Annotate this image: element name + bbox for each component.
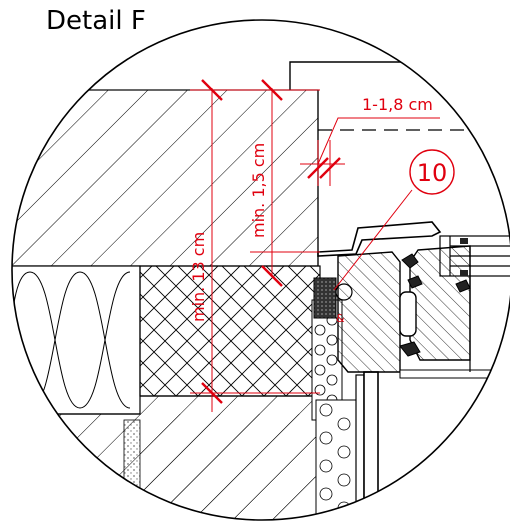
sealing-tape [313, 277, 337, 319]
glazing [439, 235, 510, 277]
detail-title: Detail F [46, 6, 146, 36]
insulation-layer [12, 265, 141, 415]
min-overlap-label: min. 1,5 cm [249, 143, 268, 238]
min-depth-label: min. 13 cm [189, 232, 208, 322]
upper-masonry [12, 90, 318, 266]
joint-width-label: 1-1,8 cm [362, 95, 433, 114]
clipped-section [12, 61, 510, 520]
window-frame [337, 251, 401, 373]
external-insulation [315, 399, 357, 520]
gravel-strip [123, 419, 141, 520]
sill-flashing [317, 221, 442, 257]
detail-circle [11, 19, 510, 521]
callout-bubble [409, 149, 455, 195]
callout-number: 10 [417, 159, 448, 187]
small-mark: & [336, 312, 345, 325]
sill-block [139, 265, 321, 397]
dimension-ticks [201, 79, 341, 404]
